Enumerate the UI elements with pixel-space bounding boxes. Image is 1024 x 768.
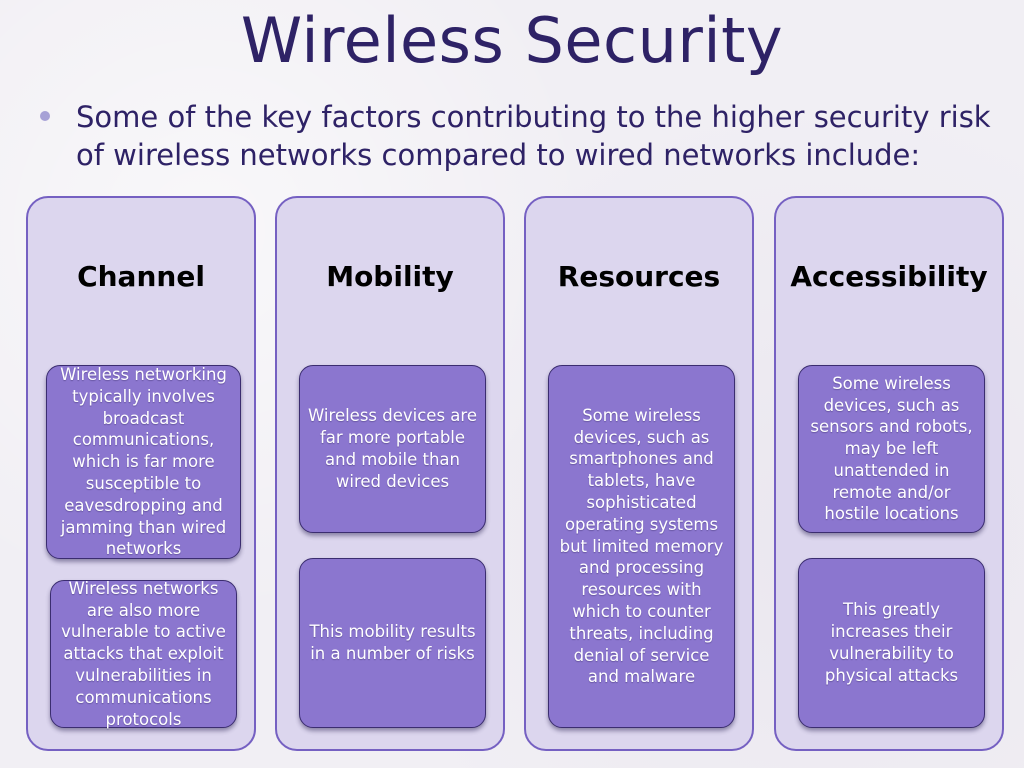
slide-title: Wireless Security bbox=[240, 4, 784, 77]
intro-bullet: Some of the key factors contributing to … bbox=[40, 98, 1000, 174]
resources-box-limited: Some wireless devices, such as smartphon… bbox=[548, 365, 735, 728]
mobility-box-risks: This mobility results in a number of ris… bbox=[299, 558, 486, 728]
column-channel: Channel Wireless networking typically in… bbox=[26, 196, 256, 751]
bullet-dot-icon bbox=[40, 111, 50, 121]
channel-box-active-attacks: Wireless networks are also more vulnerab… bbox=[50, 579, 237, 729]
intro-text: Some of the key factors contributing to … bbox=[76, 100, 991, 172]
column-resources: Resources Some wireless devices, such as… bbox=[524, 196, 754, 751]
column-heading-accessibility: Accessibility bbox=[790, 260, 988, 293]
column-mobility: Mobility Wireless devices are far more p… bbox=[275, 196, 505, 751]
accessibility-box-unattended: Some wireless devices, such as sensors a… bbox=[798, 365, 985, 533]
column-accessibility: Accessibility Some wireless devices, suc… bbox=[774, 196, 1004, 751]
column-heading-mobility: Mobility bbox=[326, 260, 454, 293]
channel-box-broadcast: Wireless networking typically involves b… bbox=[46, 365, 241, 559]
column-heading-resources: Resources bbox=[557, 260, 721, 293]
column-heading-channel: Channel bbox=[77, 260, 205, 293]
mobility-box-portable: Wireless devices are far more portable a… bbox=[299, 365, 486, 533]
accessibility-box-physical: This greatly increases their vulnerabili… bbox=[798, 558, 985, 728]
